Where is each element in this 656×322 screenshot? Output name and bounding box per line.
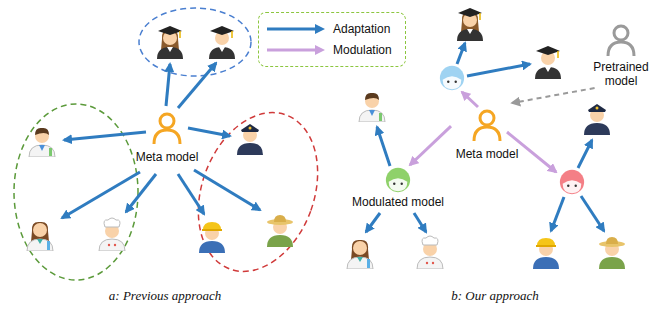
panel-caption: a: Previous approach	[109, 288, 221, 304]
node-label: Meta model	[451, 147, 523, 161]
legend-sample	[265, 44, 327, 56]
legend-box: AdaptationModulation	[258, 12, 406, 67]
person-icons	[27, 8, 625, 269]
legend-item: Adaptation	[265, 18, 399, 39]
model-node: Meta model	[131, 106, 203, 164]
group-ellipse	[177, 96, 338, 288]
panel-caption: b: Our approach	[451, 288, 539, 304]
group-ellipse	[139, 8, 251, 76]
model-node: Modulated model	[348, 165, 448, 209]
node-label: Modulated model	[348, 195, 448, 209]
model-node: Meta model	[451, 103, 523, 161]
legend-text: Adaptation	[333, 22, 390, 36]
model-icons	[154, 26, 634, 194]
connector-arrow	[410, 126, 451, 165]
legend-sample	[265, 23, 327, 35]
connector-arrow	[512, 88, 594, 103]
adaptation-arrows	[62, 43, 604, 232]
node-label: Pretrained model	[588, 60, 654, 88]
group-ellipse	[14, 104, 138, 280]
legend-text: Modulation	[333, 43, 392, 57]
node-label: Meta model	[131, 150, 203, 164]
model-node: Pretrained model	[588, 20, 654, 88]
legend-item: Modulation	[265, 39, 399, 60]
